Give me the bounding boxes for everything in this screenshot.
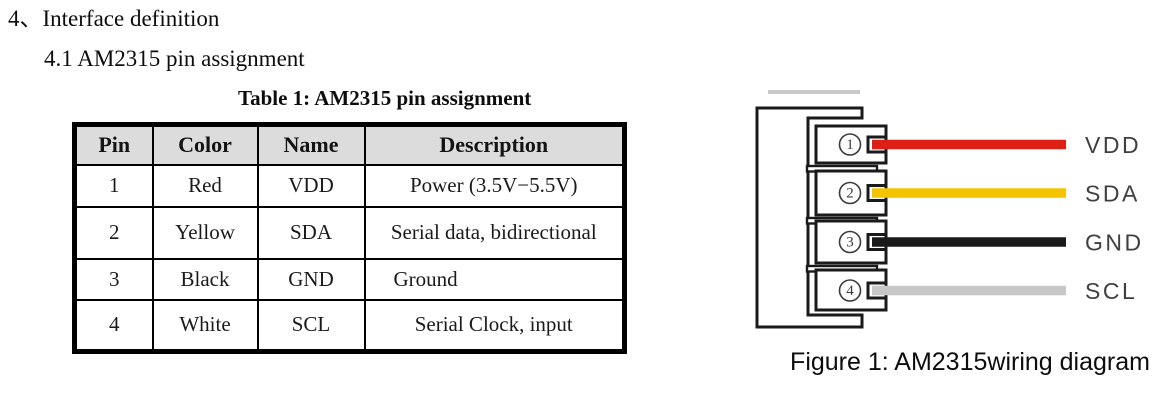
column-header-name: Name <box>256 123 366 166</box>
wire-sda <box>872 188 1066 198</box>
table-cell: Red <box>151 163 259 208</box>
table-cell: SDA <box>256 205 366 260</box>
table-cell: Yellow <box>151 205 259 260</box>
table-cell: Serial data, bidirectional <box>363 205 626 260</box>
pin-number-4: 4 <box>846 283 854 299</box>
wire-vdd <box>872 139 1066 150</box>
table-cell: 4 <box>73 298 154 353</box>
pin-number-circle-3 <box>838 230 862 254</box>
pin-number-circle-4 <box>838 279 862 302</box>
wire-label-gnd: GND <box>1085 230 1144 256</box>
pin-number-circle-2 <box>838 181 862 205</box>
connector-top-shadow-bar <box>768 90 860 94</box>
table-cell: GND <box>256 257 366 301</box>
table-cell: 3 <box>73 257 154 301</box>
table-cell: Ground <box>363 257 626 301</box>
wire-scl <box>872 285 1066 296</box>
section-heading: 4、Interface definition <box>8 6 220 31</box>
subsection-heading: 4.1 AM2315 pin assignment <box>44 46 305 71</box>
wire-label-scl: SCL <box>1085 278 1137 304</box>
pin-slot-4 <box>814 268 888 312</box>
pin-number-2: 2 <box>846 186 854 202</box>
wire-gnd <box>872 237 1066 247</box>
wiring-diagram: 1 VDD 2 SDA 3 GND 4 SCL <box>755 90 1144 329</box>
column-header-color: Color <box>151 123 259 166</box>
connector-pins-layer: 1 VDD 2 SDA 3 GND 4 SCL <box>805 124 1144 312</box>
figure-caption: Figure 1: AM2315wiring diagram <box>790 348 1150 376</box>
pin-number-3: 3 <box>846 235 854 251</box>
table-cell: 1 <box>73 163 154 208</box>
table-cell: VDD <box>256 163 366 208</box>
wire-label-vdd: VDD <box>1085 132 1141 158</box>
table-cell: Serial Clock, input <box>363 298 626 353</box>
wire-label-sda: SDA <box>1085 181 1140 207</box>
table-cell: 2 <box>73 205 154 260</box>
pin-number-circle-1 <box>838 133 862 156</box>
table-cell: White <box>151 298 259 353</box>
column-header-pin: Pin <box>73 123 154 166</box>
connector-housing <box>755 106 864 329</box>
pin-number-1: 1 <box>846 137 854 153</box>
table-cell: Black <box>151 257 259 301</box>
table-caption: Table 1: AM2315 pin assignment <box>238 86 532 110</box>
table-cell: SCL <box>256 298 366 353</box>
table-cell: Power (3.5V−5.5V) <box>363 163 626 208</box>
column-header-description: Description <box>363 123 626 166</box>
